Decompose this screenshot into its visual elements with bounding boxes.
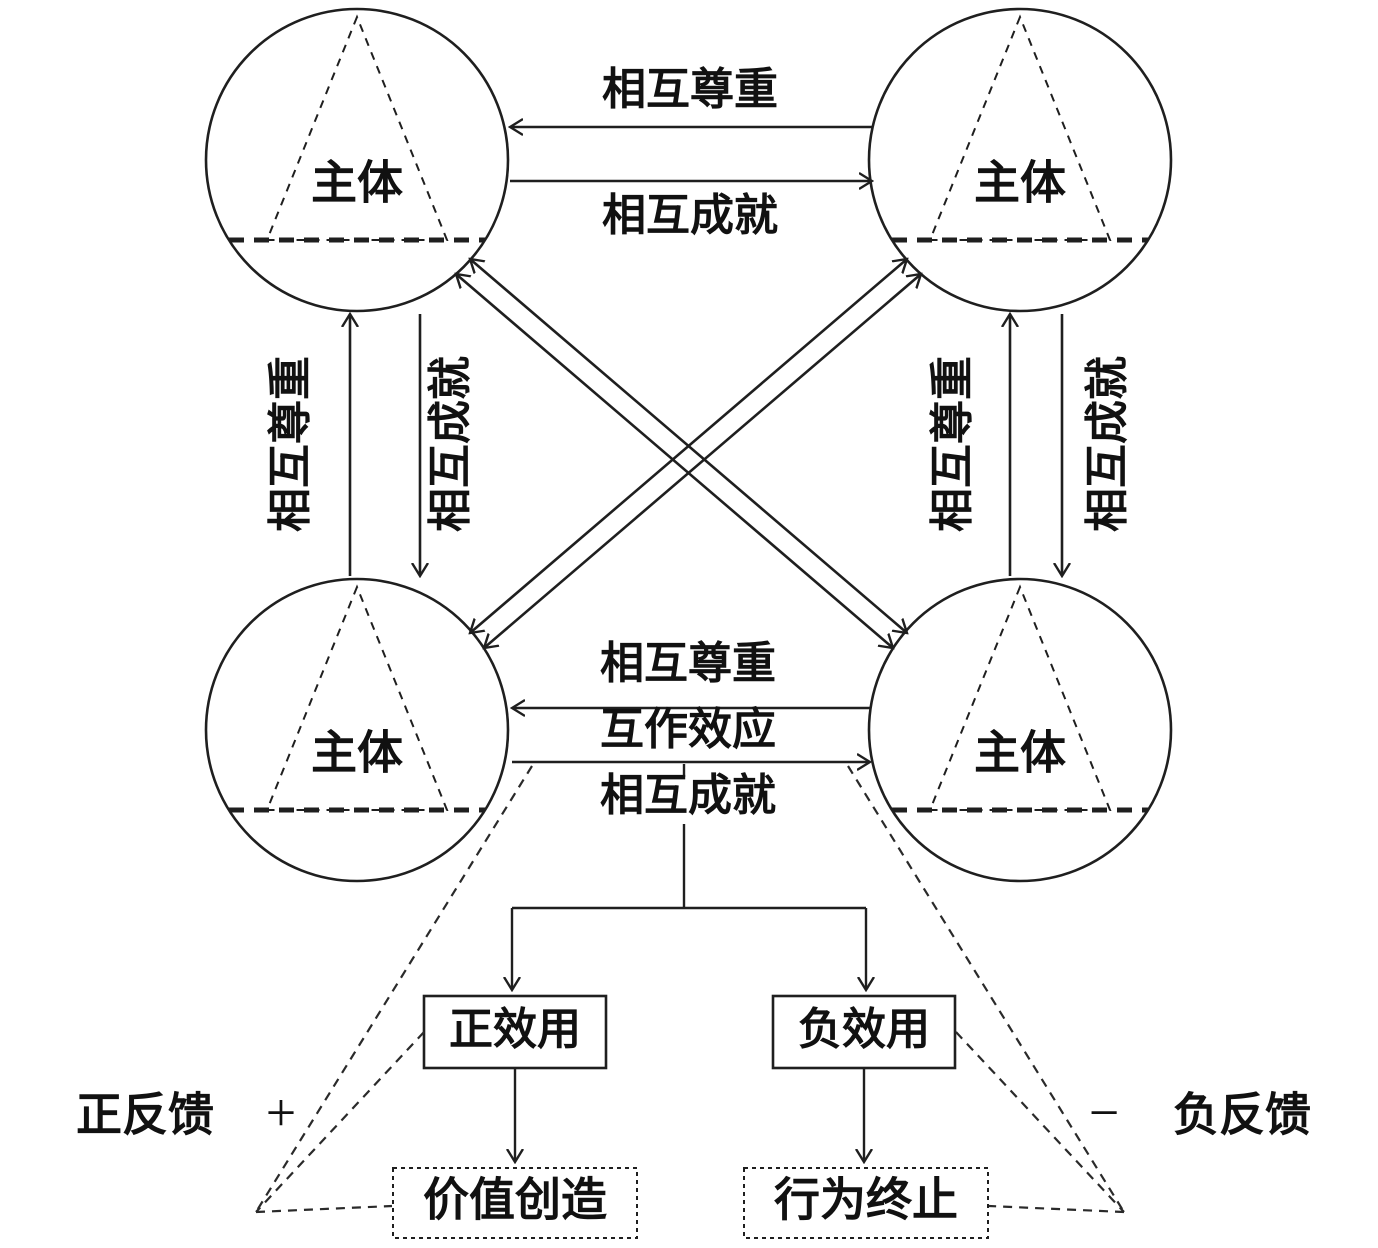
minus-sign: − — [1089, 1082, 1119, 1142]
positive-utility-label: 正效用 — [449, 1005, 581, 1054]
circle-outline — [867, 7, 1173, 313]
subject-label: 主体 — [311, 728, 403, 779]
negative-feedback-line-to-termination — [988, 1204, 1125, 1214]
subject-circle-bottom-right: 主体 — [867, 577, 1173, 883]
subject-label: 主体 — [974, 728, 1066, 779]
right-mutual-respect-label: 相互尊重 — [928, 356, 977, 532]
left-mutual-achievement-label: 相互成就 — [426, 356, 475, 532]
negative-utility-label: 负效用 — [798, 1005, 930, 1054]
diagonal-tr-bl-line-2 — [484, 274, 921, 648]
subject-circle-top-left: 主体 — [204, 7, 510, 313]
middle-mutual-achievement-label: 相互成就 — [600, 771, 776, 820]
top-mutual-respect-label: 相互尊重 — [602, 65, 778, 114]
negative-utility-box: 负效用 — [771, 994, 957, 1070]
behavior-termination-box: 行为终止 — [743, 1167, 989, 1239]
subject-label: 主体 — [311, 158, 403, 209]
subject-circle-top-right: 主体 — [867, 7, 1173, 313]
negative-feedback-label: 负反馈 — [1173, 1090, 1311, 1141]
plus-sign: + — [266, 1082, 296, 1142]
middle-mutual-respect-label: 相互尊重 — [600, 639, 776, 688]
positive-feedback-line-to-value-creation — [255, 1204, 393, 1214]
diagonal-tl-br-line-2 — [456, 274, 893, 648]
positive-utility-box: 正效用 — [422, 994, 608, 1070]
value-creation-box: 价值创造 — [392, 1167, 638, 1239]
positive-feedback-label: 正反馈 — [76, 1090, 214, 1141]
right-mutual-achievement-label: 相互成就 — [1083, 356, 1132, 532]
value-creation-label: 价值创造 — [423, 1175, 607, 1226]
label-backing — [594, 777, 782, 824]
top-mutual-achievement-label: 相互成就 — [602, 191, 778, 240]
subject-label: 主体 — [974, 158, 1066, 209]
behavior-termination-label: 行为终止 — [774, 1175, 958, 1226]
positive-feedback-line-from-circle — [255, 765, 533, 1213]
circle-outline — [204, 7, 510, 313]
circle-outline — [867, 577, 1173, 883]
subject-circle-bottom-left: 主体 — [204, 577, 510, 883]
interaction-effect-label: 互作效应 — [600, 705, 776, 754]
circle-outline — [204, 577, 510, 883]
negative-feedback-line-from-circle — [847, 765, 1125, 1213]
left-mutual-respect-label: 相互尊重 — [266, 356, 315, 532]
